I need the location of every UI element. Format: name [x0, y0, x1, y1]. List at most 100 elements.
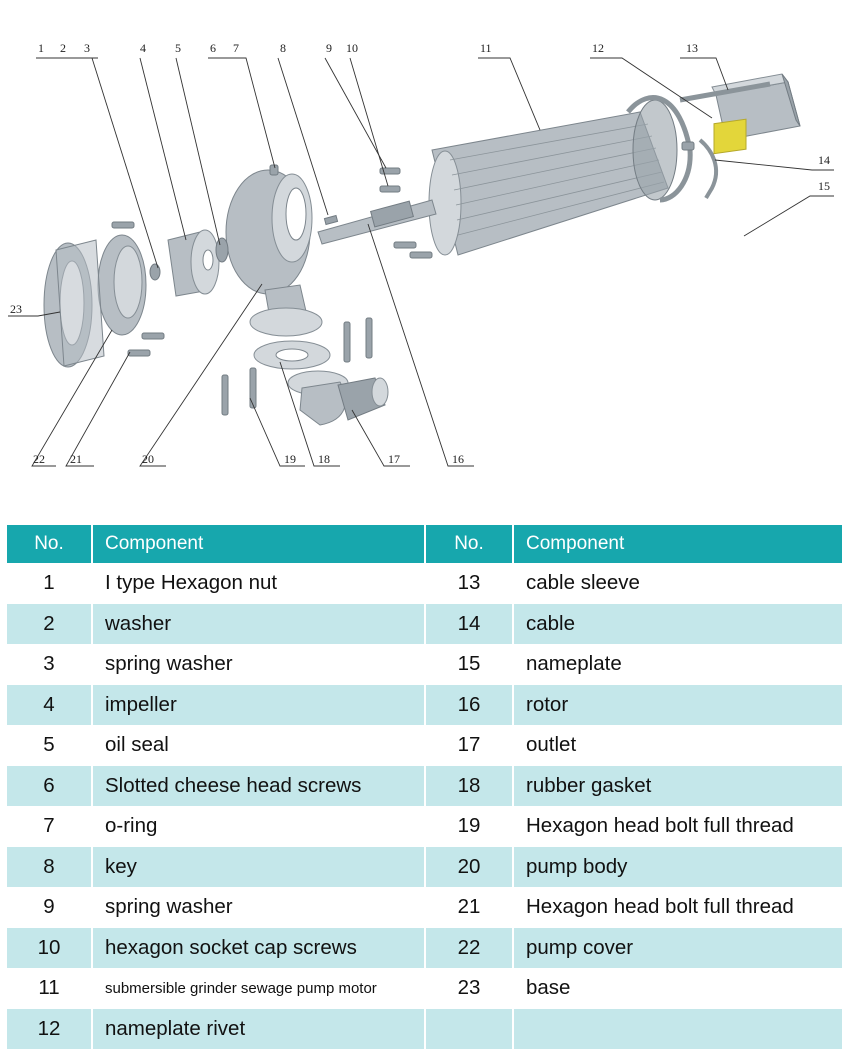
- table-row: 12 nameplate rivet: [7, 1008, 844, 1049]
- rotor-shaft: [317, 199, 437, 245]
- pump-cover-part: [97, 234, 147, 336]
- cell-component-right: cable: [514, 603, 844, 644]
- callout-16: 16: [452, 452, 464, 466]
- callout-5: 5: [175, 41, 181, 55]
- nut-part: [149, 263, 161, 281]
- cell-component-left: Slotted cheese head screws: [93, 765, 426, 806]
- cell-no-right: 23: [426, 968, 514, 1009]
- cell-no-right: 16: [426, 684, 514, 725]
- table-row: 4 impeller 16 rotor: [7, 684, 844, 725]
- callout-21: 21: [70, 452, 82, 466]
- cell-no-right: 15: [426, 644, 514, 685]
- callout-22: 22: [33, 452, 45, 466]
- cell-component-right: base: [514, 968, 844, 1009]
- cell-component-right: Hexagon head bolt full thread: [514, 887, 844, 928]
- cell-component-left: I type Hexagon nut: [93, 563, 426, 604]
- cell-component-right: rubber gasket: [514, 765, 844, 806]
- rubber-gasket-part: [253, 340, 331, 370]
- callout-12: 12: [592, 41, 604, 55]
- callout-8: 8: [280, 41, 286, 55]
- bolts: [111, 141, 695, 416]
- header-no-right: No.: [426, 525, 514, 563]
- callout-15: 15: [818, 179, 830, 193]
- header-component-right: Component: [514, 525, 844, 563]
- callout-9: 9: [326, 41, 332, 55]
- exploded-view-diagram: 1 2 3 4 5 6 7 8 9 10 11 12 13 14 15 16 1…: [8, 41, 834, 467]
- table-row: 11 submersible grinder sewage pump motor…: [7, 968, 844, 1009]
- cell-no-right: 14: [426, 603, 514, 644]
- cell-component-right: pump cover: [514, 927, 844, 968]
- cell-component-left: o-ring: [93, 806, 426, 847]
- table-row: 7 o-ring 19 Hexagon head bolt full threa…: [7, 806, 844, 847]
- oil-seal-part: [215, 237, 229, 263]
- callout-17: 17: [388, 452, 400, 466]
- cell-component-right: pump body: [514, 846, 844, 887]
- cell-no-left: 9: [7, 887, 93, 928]
- cell-no-right: 19: [426, 806, 514, 847]
- callout-labels: 1 2 3 4 5 6 7 8 9 10 11 12 13 14 15 16 1…: [10, 41, 830, 466]
- cell-no-left: 12: [7, 1008, 93, 1049]
- cell-component-left: submersible grinder sewage pump motor: [93, 968, 426, 1009]
- cell-no-left: 5: [7, 725, 93, 766]
- pump-body: [225, 169, 323, 337]
- cell-no-left: 1: [7, 563, 93, 604]
- cell-component-right: [514, 1008, 844, 1049]
- cell-component-right: rotor: [514, 684, 844, 725]
- motor-housing: [428, 99, 678, 256]
- cell-no-left: 10: [7, 927, 93, 968]
- cell-component-left: nameplate rivet: [93, 1008, 426, 1049]
- cable-part: [698, 138, 719, 200]
- cell-no-left: 2: [7, 603, 93, 644]
- cell-component-right: Hexagon head bolt full thread: [514, 806, 844, 847]
- cell-component-left: spring washer: [93, 644, 426, 685]
- cell-component-left: spring washer: [93, 887, 426, 928]
- table-row: 3 spring washer 15 nameplate: [7, 644, 844, 685]
- leader-lines: [8, 57, 834, 467]
- cell-no-left: 3: [7, 644, 93, 685]
- callout-6: 6: [210, 41, 216, 55]
- callout-18: 18: [318, 452, 330, 466]
- base-part: [43, 239, 105, 368]
- table-row: 1 I type Hexagon nut 13 cable sleeve: [7, 563, 844, 604]
- table-row: 8 key 20 pump body: [7, 846, 844, 887]
- cell-component-right: nameplate: [514, 644, 844, 685]
- table-row: 2 washer 14 cable: [7, 603, 844, 644]
- header-component-left: Component: [93, 525, 426, 563]
- callout-13: 13: [686, 41, 698, 55]
- cell-no-right: [426, 1008, 514, 1049]
- callout-19: 19: [284, 452, 296, 466]
- callout-3: 3: [84, 41, 90, 55]
- header-no-left: No.: [7, 525, 93, 563]
- callout-11: 11: [480, 41, 492, 55]
- table-row: 6 Slotted cheese head screws 18 rubber g…: [7, 765, 844, 806]
- cell-no-right: 20: [426, 846, 514, 887]
- cell-no-right: 22: [426, 927, 514, 968]
- cell-no-right: 18: [426, 765, 514, 806]
- cell-component-right: outlet: [514, 725, 844, 766]
- table-row: 9 spring washer 21 Hexagon head bolt ful…: [7, 887, 844, 928]
- cell-component-left: oil seal: [93, 725, 426, 766]
- callout-14: 14: [818, 153, 830, 167]
- cell-component-left: key: [93, 846, 426, 887]
- cell-no-left: 4: [7, 684, 93, 725]
- nameplate-part: [713, 118, 747, 155]
- callout-4: 4: [140, 41, 146, 55]
- key: [323, 214, 339, 226]
- callout-20: 20: [142, 452, 154, 466]
- cell-no-left: 11: [7, 968, 93, 1009]
- cell-no-right: 21: [426, 887, 514, 928]
- impeller-part: [167, 229, 220, 297]
- table-header-row: No. Component No. Component: [7, 525, 844, 563]
- cell-component-left: washer: [93, 603, 426, 644]
- cell-no-left: 7: [7, 806, 93, 847]
- cell-no-left: 6: [7, 765, 93, 806]
- cell-no-right: 17: [426, 725, 514, 766]
- cell-component-left: hexagon socket cap screws: [93, 927, 426, 968]
- callout-23: 23: [10, 302, 22, 316]
- table-row: 5 oil seal 17 outlet: [7, 725, 844, 766]
- cell-component-left: impeller: [93, 684, 426, 725]
- outlet-part: [287, 370, 389, 426]
- callout-7: 7: [233, 41, 239, 55]
- table-row: 10 hexagon socket cap screws 22 pump cov…: [7, 927, 844, 968]
- callout-10: 10: [346, 41, 358, 55]
